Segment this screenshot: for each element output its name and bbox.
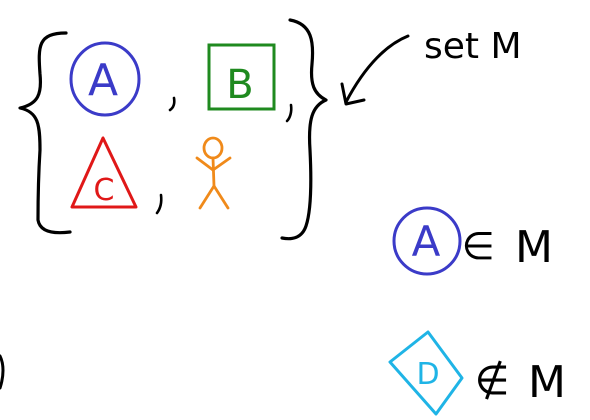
element-c-letter: C <box>94 173 115 208</box>
stick-figure-head <box>202 136 224 160</box>
not-element-of-symbol: ∉ <box>475 358 510 404</box>
stick-figure-legs <box>198 184 230 210</box>
element-of-symbol: ∈ <box>461 224 494 268</box>
triangle-outline <box>70 136 138 209</box>
arrow-icon <box>340 34 410 106</box>
stick-figure-body <box>211 156 216 188</box>
relation-a-circle <box>392 206 462 276</box>
comma <box>155 193 163 215</box>
stick-figure-arms <box>195 156 232 172</box>
circle-outline <box>69 41 141 117</box>
relation-not-element-of: D ∉ M <box>388 330 566 416</box>
comma <box>285 103 293 123</box>
left-curly-brace <box>18 31 72 235</box>
square-outline <box>207 43 276 111</box>
relation-element-of: A ∈ M <box>392 206 553 276</box>
element-stick-figure <box>195 136 232 210</box>
relation-a-letter: A <box>412 217 441 266</box>
set-label: set M <box>424 26 522 67</box>
element-b-square: B <box>207 43 276 111</box>
element-c-triangle: C <box>70 136 138 209</box>
element-b-letter: B <box>226 62 253 108</box>
comma <box>168 96 176 112</box>
relation-set-name: M <box>528 357 566 408</box>
relation-d-letter: D <box>416 357 439 392</box>
right-curly-brace <box>280 18 328 241</box>
relation-d-diamond <box>388 330 464 416</box>
element-a-circle: A <box>69 41 141 117</box>
edge-stroke <box>0 354 5 390</box>
relation-set-name: M <box>515 222 553 273</box>
element-a-letter: A <box>88 55 118 106</box>
